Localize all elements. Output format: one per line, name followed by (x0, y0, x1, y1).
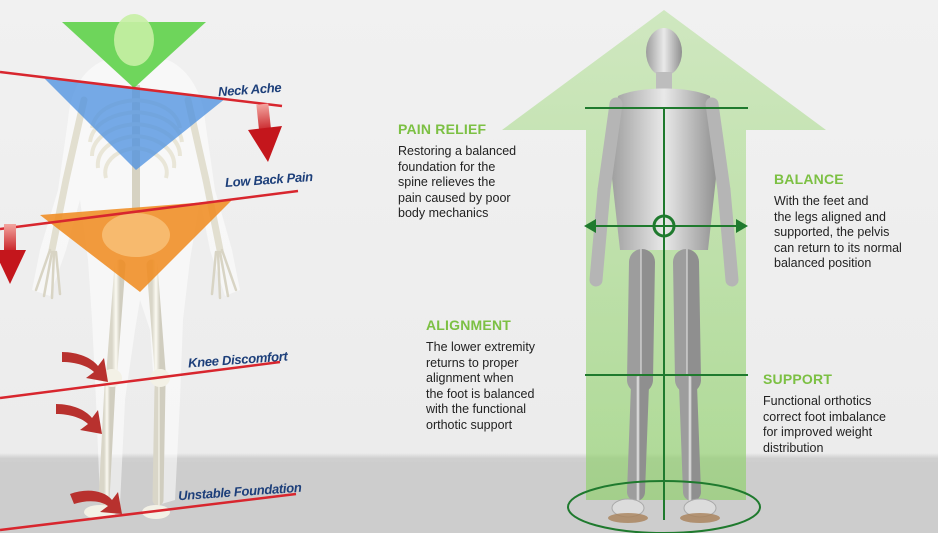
balance-arrowheads (584, 219, 748, 233)
pelvis-bone (102, 213, 170, 257)
pain-relief-line: Restoring a balanced (398, 144, 517, 158)
pain-relief-line: foundation for the (398, 159, 496, 174)
balance-line: balanced position (774, 256, 872, 270)
pain-relief-line: body mechanics (398, 206, 489, 220)
balance-line: With the feet and (774, 194, 869, 208)
pain-relief-text: Restoring a balanced foundation for the … (398, 144, 516, 222)
alignment-line: the foot is balanced (426, 386, 535, 401)
balance-line: the legs aligned and (774, 209, 886, 224)
alignment-title: ALIGNMENT (426, 317, 512, 333)
balance-line: can return to its normal (774, 240, 902, 255)
red-arrow-right (248, 103, 282, 162)
alignment-text: The lower extremity returns to proper al… (426, 340, 535, 433)
pain-relief-title: PAIN RELIEF (398, 121, 487, 137)
balance-line: supported, the pelvis (774, 225, 890, 239)
knee-arrows (56, 352, 122, 514)
support-line: Functional orthotics (763, 394, 872, 408)
misalignment-lines (0, 70, 299, 532)
red-arrow-left (0, 224, 26, 284)
support-title: SUPPORT (763, 371, 833, 387)
skull (114, 14, 154, 66)
balance-text: With the feet and the legs aligned and s… (774, 194, 902, 272)
alignment-line: orthotic support (426, 417, 513, 432)
alignment-line: with the functional (426, 402, 527, 416)
alignment-line: The lower extremity (426, 340, 536, 354)
support-line: for improved weight (763, 425, 873, 439)
support-text: Functional orthotics correct foot imbala… (763, 394, 886, 456)
balance-title: BALANCE (774, 171, 844, 187)
pain-relief-line: pain caused by poor (398, 190, 511, 205)
upper-back-zone-blue (44, 78, 226, 170)
pain-relief-line: spine relieves the (398, 175, 496, 189)
alignment-line: returns to proper (426, 355, 519, 370)
support-line: distribution (763, 440, 824, 455)
alignment-guides (567, 107, 761, 533)
support-line: correct foot imbalance (763, 409, 886, 424)
alignment-line: alignment when (426, 371, 514, 385)
